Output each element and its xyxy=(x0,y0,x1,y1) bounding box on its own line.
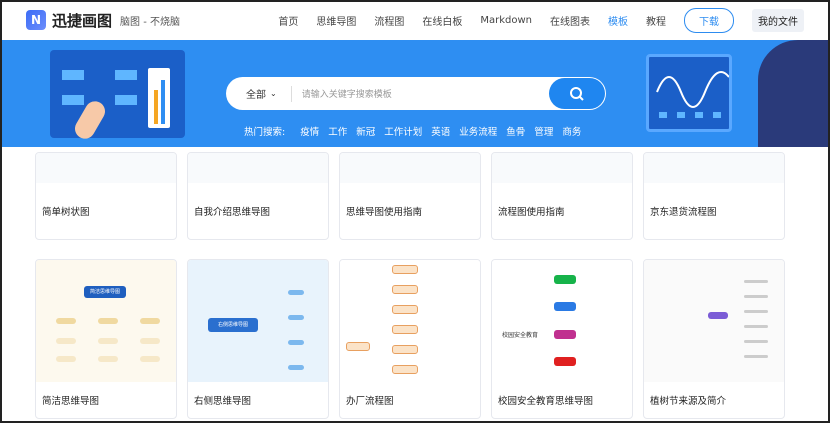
template-title: 办厂流程图 xyxy=(346,396,394,407)
template-thumbnail: 校园安全教育 xyxy=(492,260,632,382)
hot-search-link[interactable]: 鱼骨 xyxy=(506,127,526,138)
logo-icon[interactable]: N xyxy=(26,10,46,30)
nav-item[interactable]: Markdown xyxy=(480,14,532,26)
slogan: 脑图 - 不烧脑 xyxy=(120,16,180,28)
nav-item[interactable]: 首页 xyxy=(278,16,299,28)
template-card[interactable]: 植树节来源及简介 xyxy=(643,259,785,419)
hot-search-link[interactable]: 工作计划 xyxy=(384,127,423,138)
template-row-1: 简单树状图 自我介绍思维导图 思维导图使用指南 流程图使用指南 京东退货流程图 xyxy=(35,152,787,240)
template-thumbnail xyxy=(644,153,784,183)
hot-search-link[interactable]: 商务 xyxy=(562,127,582,138)
template-title: 校园安全教育思维导图 xyxy=(498,396,594,407)
template-thumbnail xyxy=(188,153,328,183)
template-title: 简洁思维导图 xyxy=(42,396,100,407)
template-card[interactable]: 流程图使用指南 xyxy=(491,152,633,240)
thumb-node: 右侧思维导图 xyxy=(208,318,258,332)
hot-search-link[interactable]: 工作 xyxy=(328,127,348,138)
search-icon xyxy=(570,86,584,101)
download-button[interactable]: 下载 xyxy=(684,7,734,33)
template-thumbnail xyxy=(340,153,480,183)
template-card[interactable]: 简单树状图 xyxy=(35,152,177,240)
template-row-2: 简洁思维导图简洁思维导图右侧思维导图右侧思维导图办厂流程图校园安全教育校园安全教… xyxy=(35,259,787,419)
hot-search-link[interactable]: 疫情 xyxy=(300,127,320,138)
hot-search-link[interactable]: 英语 xyxy=(431,127,451,138)
template-card[interactable]: 京东退货流程图 xyxy=(643,152,785,240)
nav-item[interactable]: 模板 xyxy=(608,16,628,28)
template-thumbnail xyxy=(492,153,632,183)
template-title: 京东退货流程图 xyxy=(650,207,717,218)
whiteboard-illustration xyxy=(50,50,185,143)
thumb-node: 简洁思维导图 xyxy=(84,286,126,298)
search-banner: 全部 ⌄ 请输入关键字搜索模板 热门搜索: 疫情工作新冠工作计划英语业务流程鱼骨管… xyxy=(2,40,828,147)
template-title: 流程图使用指南 xyxy=(498,207,565,218)
template-thumbnail xyxy=(644,260,784,382)
my-files-button[interactable]: 我的文件 xyxy=(752,8,804,32)
search-bar: 全部 ⌄ 请输入关键字搜索模板 xyxy=(226,77,606,110)
template-title: 思维导图使用指南 xyxy=(346,207,423,218)
template-card[interactable]: 右侧思维导图右侧思维导图 xyxy=(187,259,329,419)
person-illustration xyxy=(758,40,828,147)
template-title: 右侧思维导图 xyxy=(194,396,252,407)
hot-searches: 热门搜索: 疫情工作新冠工作计划英语业务流程鱼骨管理商务 xyxy=(244,124,581,138)
nav-menu: 首页 思维导图 流程图 在线白板 Markdown 在线图表 模板 教程 下载 我的文件 xyxy=(278,7,804,33)
hot-search-link[interactable]: 新冠 xyxy=(356,127,376,138)
hot-search-link[interactable]: 管理 xyxy=(534,127,554,138)
template-card[interactable]: 办厂流程图 xyxy=(339,259,481,419)
thumb-node: 校园安全教育 xyxy=(502,332,539,339)
top-nav: N 迅捷画图 脑图 - 不烧脑 首页 思维导图 流程图 在线白板 Markdown 在线图… xyxy=(2,2,828,38)
nav-item[interactable]: 流程图 xyxy=(374,16,405,28)
template-thumbnail xyxy=(36,153,176,183)
template-title: 自我介绍思维导图 xyxy=(194,207,271,218)
search-button[interactable] xyxy=(549,78,605,109)
hot-search-link[interactable]: 业务流程 xyxy=(459,127,498,138)
nav-item[interactable]: 在线图表 xyxy=(550,16,590,28)
template-title: 植树节来源及简介 xyxy=(650,396,727,407)
nav-item[interactable]: 思维导图 xyxy=(316,16,357,28)
template-thumbnail: 简洁思维导图 xyxy=(36,260,176,382)
template-thumbnail xyxy=(340,260,480,382)
search-input[interactable]: 请输入关键字搜索模板 xyxy=(301,90,392,100)
scope-label: 全部 xyxy=(246,90,266,101)
scope-dropdown[interactable]: 全部 ⌄ xyxy=(226,85,292,102)
nav-item[interactable]: 在线白板 xyxy=(422,16,463,28)
template-card[interactable]: 校园安全教育校园安全教育思维导图 xyxy=(491,259,633,419)
template-card[interactable]: 简洁思维导图简洁思维导图 xyxy=(35,259,177,419)
chart-illustration xyxy=(646,54,732,132)
template-card[interactable]: 自我介绍思维导图 xyxy=(187,152,329,240)
hot-search-label: 热门搜索: xyxy=(244,127,286,138)
template-thumbnail: 右侧思维导图 xyxy=(188,260,328,382)
nav-item[interactable]: 教程 xyxy=(646,16,666,28)
template-card[interactable]: 思维导图使用指南 xyxy=(339,152,481,240)
brand-name[interactable]: 迅捷画图 xyxy=(52,11,113,30)
chevron-down-icon: ⌄ xyxy=(270,89,277,98)
template-title: 简单树状图 xyxy=(42,207,90,218)
